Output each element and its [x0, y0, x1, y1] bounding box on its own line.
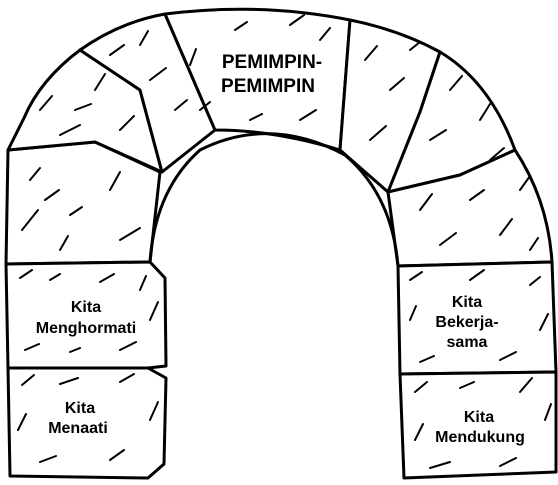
keystone-label-line1: PEMIMPIN-: [222, 52, 322, 73]
left-lower-label-line1: Kita: [65, 400, 95, 417]
right-upper-label-line1: Kita: [452, 294, 482, 311]
right-lower-label-line2: Mendukung: [435, 429, 525, 446]
right-upper-label-line3: sama: [447, 334, 488, 351]
arch-stones: [6, 9, 552, 266]
right-lower-label-line1: Kita: [464, 409, 494, 426]
keystone-label-line2: PEMIMPIN: [221, 76, 315, 97]
right-upper-label-line2: Bekerja-: [435, 314, 498, 331]
left-upper-label-line1: Kita: [71, 299, 101, 316]
left-pillar: [6, 262, 166, 478]
left-upper-label-line2: Menghormati: [36, 320, 136, 337]
left-lower-label-line2: Menaati: [48, 420, 108, 437]
